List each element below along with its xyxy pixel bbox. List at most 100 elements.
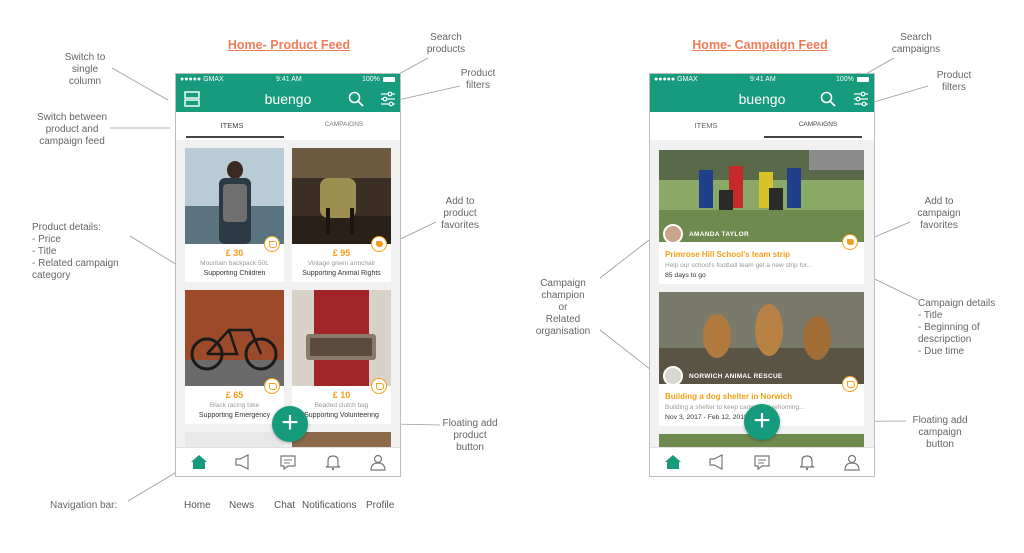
product-title: Vintage green armchair <box>307 260 376 267</box>
campaign-list: AMANDA TAYLOR Primrose Hill School's tea… <box>650 140 874 456</box>
annotation-switch-feed: Switch between product and campaign feed <box>36 112 108 147</box>
annotation-search-products: Search products <box>426 32 466 55</box>
annotation-product-filters: Product filters <box>460 68 496 91</box>
profile-icon[interactable] <box>843 453 861 471</box>
product-image <box>185 148 284 244</box>
annotation-navigation-bar: Navigation bar: <box>50 500 118 511</box>
phone-campaign-feed: ●●●●● GMAX 9:41 AM 100% buengo ITEMS CAM… <box>649 73 875 477</box>
status-battery: 100% <box>836 76 854 83</box>
status-bar: ●●●●● GMAX 9:41 AM 100% <box>176 74 400 86</box>
battery-icon <box>383 77 395 82</box>
annotation-campaign-champion: Campaign champion or Related organisatio… <box>535 278 591 337</box>
annotation-add-product-favorites: Add to product favorites <box>441 196 479 231</box>
product-price: £ 30 <box>225 248 244 258</box>
news-megaphone-icon[interactable] <box>234 453 252 471</box>
campaign-card[interactable]: AMANDA TAYLOR Primrose Hill School's tea… <box>659 150 864 284</box>
single-column-icon[interactable] <box>184 91 200 107</box>
add-product-button[interactable]: + <box>272 406 308 442</box>
product-card[interactable]: £ 95 Vintage green armchair Supporting A… <box>292 148 391 282</box>
add-campaign-button[interactable]: + <box>744 404 780 440</box>
product-category: Supporting Volunteering <box>304 412 379 419</box>
status-bar: ●●●●● GMAX 9:41 AM 100% <box>650 74 874 86</box>
annotation-product-details: Product details: - Price - Title - Relat… <box>32 222 119 281</box>
battery-icon <box>857 77 869 82</box>
annotation-campaign-details: Campaign details - Title - Beginning of … <box>918 298 996 357</box>
product-category: Supporting Emergency <box>198 412 271 419</box>
feed-tabs: ITEMS CAMPAIGNS <box>650 112 874 138</box>
search-icon[interactable] <box>348 91 364 107</box>
filter-icon[interactable] <box>853 91 869 107</box>
app-header: buengo <box>176 86 400 112</box>
favorite-heart-icon[interactable] <box>264 378 280 394</box>
bell-icon[interactable] <box>798 453 816 471</box>
product-price: £ 10 <box>332 390 351 400</box>
app-logo: buengo <box>264 91 312 107</box>
annotation-floating-add-campaign: Floating add campaign button <box>912 415 968 450</box>
favorite-heart-icon[interactable] <box>371 378 387 394</box>
app-header: buengo <box>650 86 874 112</box>
tab-campaigns[interactable]: CAMPAIGNS <box>798 121 838 128</box>
favorite-heart-icon[interactable] <box>371 236 387 252</box>
filter-icon[interactable] <box>380 91 396 107</box>
navigation-bar <box>176 447 400 476</box>
tab-indicator <box>764 136 862 138</box>
app-logo: buengo <box>738 91 786 107</box>
favorite-heart-icon[interactable] <box>264 236 280 252</box>
campaign-title: Primrose Hill School's team strip <box>665 250 791 259</box>
annotation-floating-add-product: Floating add product button <box>442 418 498 453</box>
campaign-owner-avatar[interactable] <box>663 224 683 244</box>
nav-label-chat: Chat <box>274 500 296 511</box>
search-icon[interactable] <box>820 91 836 107</box>
profile-icon[interactable] <box>369 453 387 471</box>
product-price: £ 95 <box>332 248 351 258</box>
phone-product-feed: ●●●●● GMAX 9:41 AM 100% buengo ITEMS CAM… <box>175 73 401 477</box>
tab-campaigns[interactable]: CAMPAIGNS <box>324 121 364 128</box>
home-icon[interactable] <box>190 453 208 471</box>
campaign-description: Building a shelter to keep caring and re… <box>665 404 805 411</box>
annotation-switch-column: Switch to single column <box>64 52 106 87</box>
bell-icon[interactable] <box>324 453 342 471</box>
annotation-campaign-filters: Product filters <box>936 70 972 93</box>
product-category: Supporting Children <box>203 270 266 277</box>
status-carrier: ●●●●● GMAX <box>180 76 224 83</box>
nav-label-home: Home <box>184 500 211 511</box>
product-title: Beaded clutch bag <box>314 402 369 409</box>
campaign-owner-avatar[interactable] <box>663 366 683 386</box>
product-card[interactable]: £ 65 Black racing bike Supporting Emerge… <box>185 290 284 424</box>
product-card[interactable]: £ 10 Beaded clutch bag Supporting Volunt… <box>292 290 391 424</box>
tab-items[interactable]: ITEMS <box>694 121 718 130</box>
product-image <box>292 148 391 244</box>
campaign-description: Help our school's football team get a ne… <box>665 262 813 269</box>
campaign-feed-heading: Home- Campaign Feed <box>692 38 828 52</box>
favorite-heart-icon[interactable] <box>842 376 858 392</box>
annotation-search-campaigns: Search campaigns <box>891 32 941 55</box>
status-carrier: ●●●●● GMAX <box>654 76 698 83</box>
product-image <box>185 290 284 386</box>
home-icon[interactable] <box>664 453 682 471</box>
product-price: £ 65 <box>225 390 244 400</box>
campaign-card[interactable]: NORWICH ANIMAL RESCUE Building a dog she… <box>659 292 864 426</box>
tab-items[interactable]: ITEMS <box>220 121 244 130</box>
annotation-add-campaign-favorites: Add to campaign favorites <box>917 196 961 231</box>
favorite-heart-icon[interactable] <box>842 234 858 250</box>
campaign-image <box>659 292 864 384</box>
status-time: 9:41 AM <box>750 76 776 83</box>
product-card[interactable]: £ 30 Mountain backpack 50L Supporting Ch… <box>185 148 284 282</box>
campaign-due-time: 85 days to go <box>665 272 706 279</box>
campaign-owner-name: AMANDA TAYLOR <box>689 231 749 238</box>
product-category: Supporting Animal Rights <box>302 270 381 277</box>
campaign-owner-name: NORWICH ANIMAL RESCUE <box>689 373 783 380</box>
status-time: 9:41 AM <box>276 76 302 83</box>
campaign-image <box>659 150 864 242</box>
product-feed-heading: Home- Product Feed <box>227 38 351 52</box>
chat-icon[interactable] <box>279 453 297 471</box>
campaign-due-time: Nov 3, 2017 - Feb 12, 2018 <box>665 414 748 421</box>
nav-label-notifications: Notifications <box>302 500 357 511</box>
chat-icon[interactable] <box>753 453 771 471</box>
news-megaphone-icon[interactable] <box>708 453 726 471</box>
nav-label-news: News <box>229 500 255 511</box>
product-image <box>292 290 391 386</box>
tab-indicator <box>186 136 284 138</box>
navigation-bar <box>650 447 874 476</box>
product-title: Mountain backpack 50L <box>200 260 269 267</box>
